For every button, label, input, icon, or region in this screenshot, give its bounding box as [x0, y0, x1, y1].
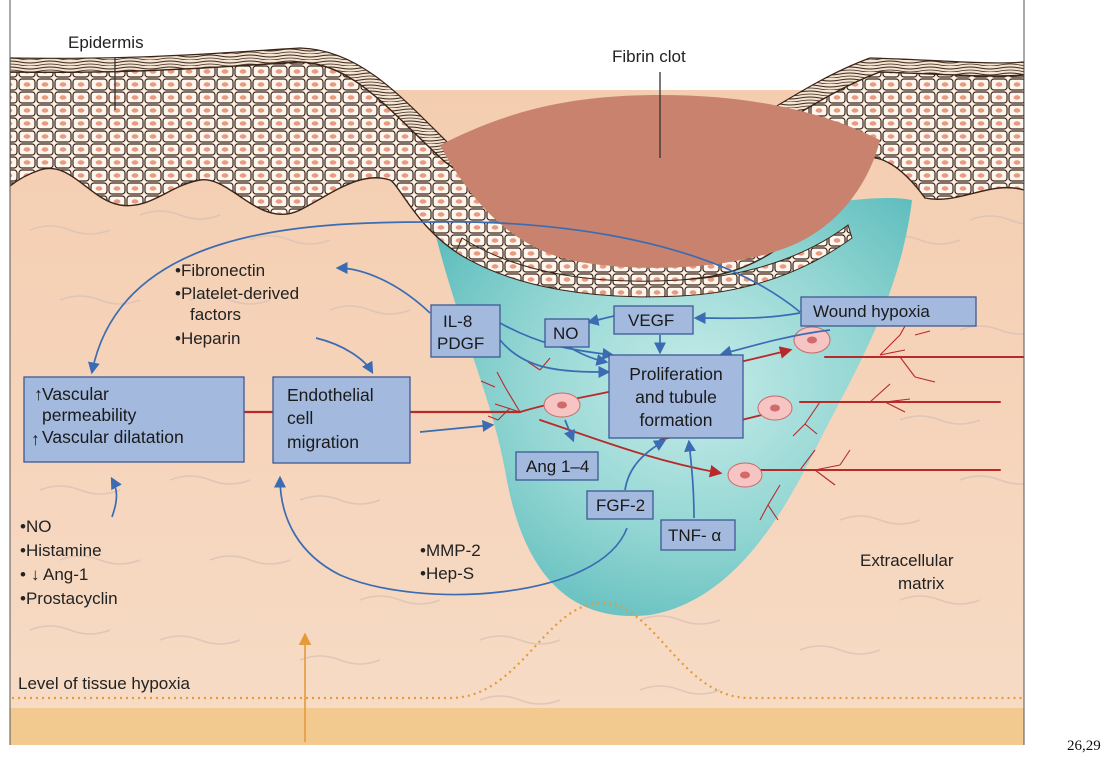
- tissue-hypoxia-label: Level of tissue hypoxia: [18, 674, 191, 693]
- box-fgf2: FGF-2: [587, 491, 653, 519]
- left-list-item-1: •NO: [20, 517, 51, 536]
- ecm-label-line-2: matrix: [898, 574, 945, 593]
- box-ang: Ang 1–4: [516, 452, 598, 480]
- hypoxia-base-layer: [10, 708, 1024, 748]
- no-label: NO: [553, 324, 579, 343]
- top-list-item-1: •Fibronectin: [175, 261, 265, 280]
- vegf-label: VEGF: [628, 311, 674, 330]
- box-wound-hypoxia: Wound hypoxia: [801, 297, 976, 326]
- box-no: NO: [545, 319, 589, 347]
- box-vegf: VEGF: [614, 306, 693, 334]
- up-arrow-glyph-2: ↑: [31, 429, 40, 449]
- proliferation-line-2: and tubule: [635, 387, 717, 407]
- fgf2-label: FGF-2: [596, 496, 645, 515]
- vascular-line-2: permeability: [42, 405, 137, 425]
- box-proliferation: Proliferation and tubule formation: [609, 355, 743, 438]
- box-endothelial: Endothelial cell migration: [273, 377, 410, 463]
- box-tnf: TNF- α: [661, 520, 735, 550]
- endothelial-line-2: cell: [287, 408, 313, 428]
- left-list-item-2: •Histamine: [20, 541, 102, 560]
- ecm-label-line-1: Extracellular: [860, 551, 954, 570]
- epidermis-label: Epidermis: [68, 33, 144, 52]
- left-list-item-3-bullet: •: [20, 565, 26, 584]
- proliferation-line-3: formation: [640, 410, 713, 430]
- top-list-item-2: •Platelet-derived: [175, 284, 299, 303]
- citation-reference: 26,29: [1067, 738, 1101, 755]
- mid-list-item-2: •Hep-S: [420, 564, 474, 583]
- ang-label: Ang 1–4: [526, 457, 589, 476]
- down-arrow-glyph: ↓: [31, 565, 40, 584]
- top-list-item-4: •Heparin: [175, 329, 241, 348]
- endothelial-line-1: Endothelial: [287, 385, 374, 405]
- fibrin-clot-label: Fibrin clot: [612, 47, 686, 66]
- il8-label: IL-8: [443, 312, 472, 331]
- top-list-item-3: factors: [190, 305, 241, 324]
- endothelial-line-3: migration: [287, 432, 359, 452]
- left-list-item-4: •Prostacyclin: [20, 589, 118, 608]
- proliferation-line-1: Proliferation: [629, 364, 722, 384]
- up-arrow-glyph-1: ↑: [34, 384, 43, 404]
- tnf-label: TNF- α: [668, 526, 721, 545]
- vascular-line-1: Vascular: [42, 384, 109, 404]
- box-vascular: Vascular ↑ permeability Vascular dilatat…: [24, 377, 244, 462]
- wound-hypoxia-label: Wound hypoxia: [813, 302, 930, 321]
- pdgf-label: PDGF: [437, 334, 484, 353]
- vascular-line-3: Vascular dilatation: [42, 427, 184, 447]
- left-list-item-3: Ang-1: [43, 565, 88, 584]
- box-il8-pdgf: IL-8 PDGF: [431, 305, 500, 357]
- mid-list-item-1: •MMP-2: [420, 541, 481, 560]
